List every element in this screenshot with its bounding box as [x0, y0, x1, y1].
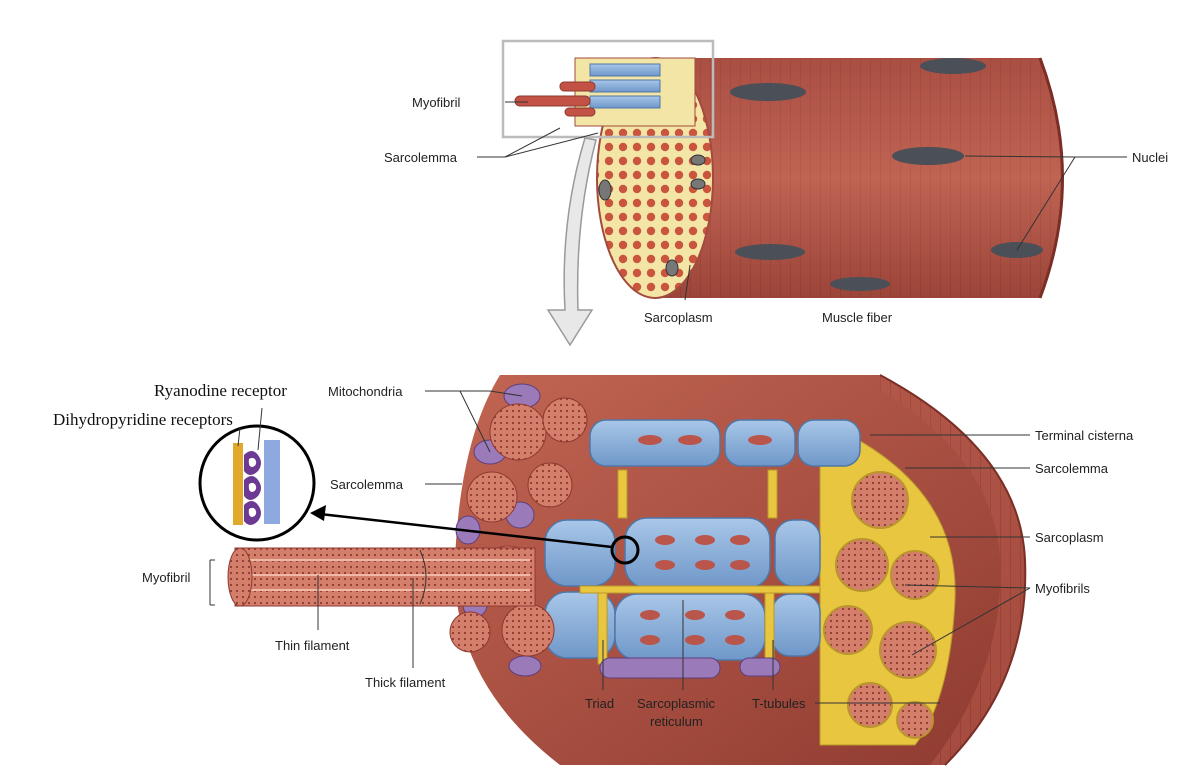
- label-ryanodine-receptor: Ryanodine receptor: [154, 381, 287, 400]
- nucleus: [830, 277, 890, 291]
- label-myofibril-top: Myofibril: [412, 95, 461, 110]
- ryanodine-receptor-membrane: [264, 440, 280, 524]
- nucleus: [892, 147, 964, 165]
- label-myofibrils-right: Myofibrils: [1035, 581, 1090, 596]
- receptor-inset: [198, 424, 316, 542]
- muscle-fiber-top: [600, 57, 1064, 299]
- label-sarcoplasmic-reticulum-line2: reticulum: [650, 714, 703, 729]
- sarcoplasmic-reticulum: [544, 419, 861, 661]
- nucleus: [730, 83, 806, 101]
- label-mitochondria: Mitochondria: [328, 384, 403, 399]
- myofibril-extruded: [227, 547, 536, 607]
- cross-section-right: [819, 429, 956, 746]
- label-thin-filament: Thin filament: [275, 638, 350, 653]
- label-t-tubules: T-tubules: [752, 696, 806, 711]
- label-sarcoplasmic-reticulum-line1: Sarcoplasmic: [637, 696, 716, 711]
- nucleus: [735, 244, 805, 260]
- label-muscle-fiber: Muscle fiber: [822, 310, 893, 325]
- receptor-zoom-arrow: [319, 512, 613, 549]
- label-dihydropyridine-receptors: Dihydropyridine receptors: [53, 410, 233, 429]
- nucleus: [920, 58, 986, 74]
- label-nuclei: Nuclei: [1132, 150, 1168, 165]
- zoom-arrow: [546, 137, 597, 347]
- receptor-zoom-circle: [610, 535, 640, 565]
- label-sarcoplasm-right: Sarcoplasm: [1035, 530, 1104, 545]
- myofibril-bundle-top: [514, 57, 696, 127]
- label-sarcolemma-right: Sarcolemma: [1035, 461, 1109, 476]
- label-sarcolemma-top: Sarcolemma: [384, 150, 458, 165]
- label-triad: Triad: [585, 696, 614, 711]
- label-sarcolemma-mid: Sarcolemma: [330, 477, 404, 492]
- label-sarcoplasm-top: Sarcoplasm: [644, 310, 713, 325]
- label-terminal-cisterna: Terminal cisterna: [1035, 428, 1134, 443]
- zoom-frame: [501, 39, 715, 139]
- label-thick-filament: Thick filament: [365, 675, 446, 690]
- dhp-receptor-membrane: [233, 443, 243, 525]
- label-myofibril-left: Myofibril: [142, 570, 191, 585]
